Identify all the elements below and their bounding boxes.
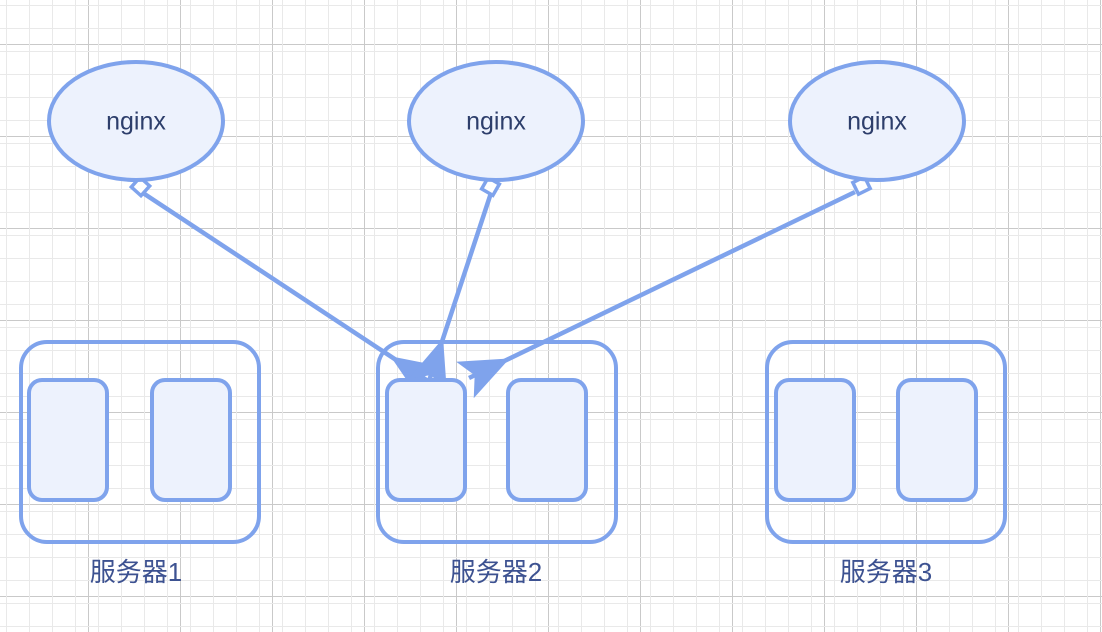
nginx-label: nginx (847, 108, 907, 136)
edge-line (456, 189, 856, 399)
nginx-node-2[interactable]: nginx (407, 60, 585, 182)
edge-line (141, 191, 443, 401)
server-inner-box[interactable] (150, 378, 232, 502)
server-inner-box[interactable] (27, 378, 109, 502)
server-inner-box[interactable] (506, 378, 588, 502)
nginx-ellipse[interactable] (788, 60, 966, 182)
nginx-label: nginx (106, 108, 166, 136)
nginx-ellipse[interactable] (47, 60, 225, 182)
nginx-label: nginx (466, 108, 526, 136)
nginx-node-3[interactable]: nginx (788, 60, 966, 182)
server-group-2[interactable]: 服务器2 (376, 340, 618, 587)
server-caption: 服务器3 (840, 557, 932, 587)
server-group-outer-box[interactable] (376, 340, 618, 544)
edge-nginx2-to-server2[interactable] (408, 175, 502, 392)
nginx-ellipse[interactable] (407, 60, 585, 182)
server-group-3[interactable]: 服务器3 (765, 340, 1007, 587)
server-group-1[interactable]: 服务器1 (19, 340, 261, 587)
server-inner-box[interactable] (896, 378, 978, 502)
edge-line (408, 192, 494, 392)
edges-layer (128, 174, 873, 401)
server-inner-box[interactable] (385, 378, 467, 502)
edge-nginx1-to-server2[interactable] (128, 174, 443, 401)
server-group-outer-box[interactable] (765, 340, 1007, 544)
server-caption: 服务器2 (450, 557, 542, 587)
nginx-node-1[interactable]: nginx (47, 60, 225, 182)
server-caption: 服务器1 (90, 557, 182, 587)
server-group-outer-box[interactable] (19, 340, 261, 544)
server-inner-box[interactable] (774, 378, 856, 502)
